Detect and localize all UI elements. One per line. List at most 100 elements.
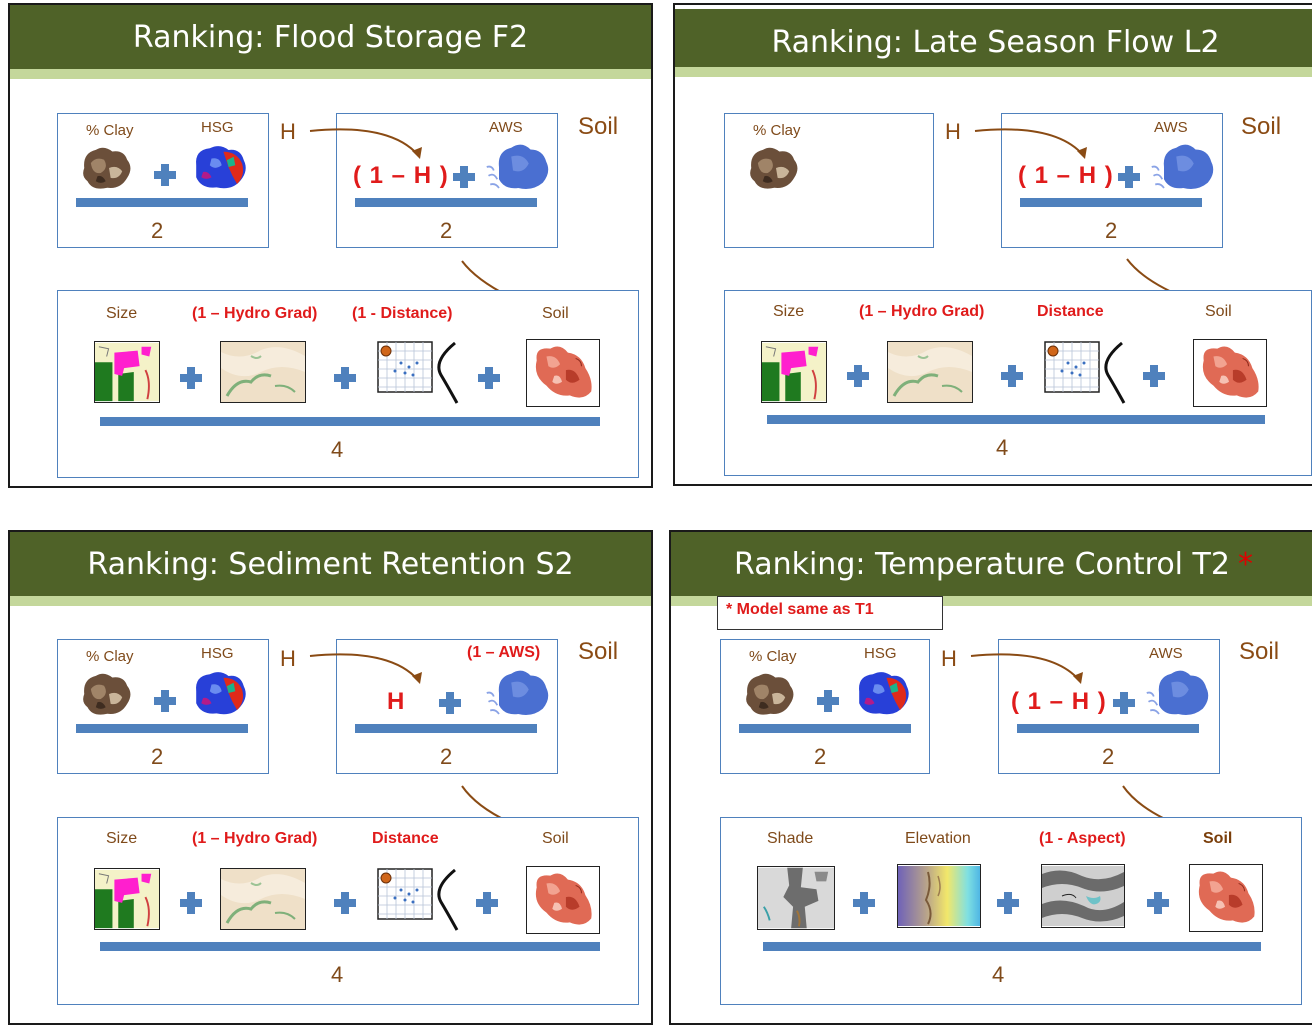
sum-bar — [1020, 198, 1202, 207]
score-number: 2 — [440, 218, 453, 243]
panel-title-text: Ranking: Temperature Control T2 — [734, 546, 1230, 582]
plus-icon — [1143, 365, 1165, 387]
title-underline — [675, 67, 1312, 77]
distance-label: Distance — [372, 830, 439, 847]
score-number: 4 — [996, 435, 1009, 460]
score-number: 2 — [440, 744, 453, 769]
score-number: 2 — [814, 744, 827, 769]
panel-title: Ranking: Late Season Flow L2 — [675, 9, 1312, 75]
soil-map-icon — [1193, 339, 1267, 407]
plus-icon — [478, 367, 500, 389]
plus-icon — [1001, 365, 1023, 387]
plus-icon — [334, 892, 356, 914]
hydro-grad-map-icon — [220, 341, 306, 403]
clay-label: % Clay — [86, 648, 134, 665]
panel-title-text: Ranking: Flood Storage F2 — [132, 19, 529, 55]
h-label: H — [280, 119, 296, 144]
sum-bar — [355, 198, 537, 207]
plus-icon — [154, 690, 176, 712]
shade-map-icon — [757, 866, 835, 930]
sum-bar — [100, 942, 600, 951]
panel-title: Ranking: Flood Storage F2 — [10, 5, 651, 69]
sum-bar — [1017, 724, 1199, 733]
plus-icon — [476, 892, 498, 914]
plus-icon — [817, 690, 839, 712]
distance-label: (1 - Distance) — [352, 305, 453, 322]
soil-map-icon — [526, 339, 600, 407]
hydro-grad-label: (1 – Hydro Grad) — [192, 830, 318, 847]
bottom-sum-box: Size (1 – Hydro Grad) (1 - Distance) Soi… — [57, 290, 639, 478]
aws-box: AWS ( 1 – H ) 2 — [336, 113, 558, 248]
plus-icon — [1147, 892, 1169, 914]
one-minus-h-formula: ( 1 – H ) — [353, 162, 449, 189]
h-formula: H — [387, 688, 406, 715]
panel-sediment-retention: Ranking: Sediment Retention S2 % Clay HS… — [8, 530, 653, 1025]
soil-label: Soil — [1241, 113, 1282, 140]
sum-bar — [76, 724, 248, 733]
sum-bar — [76, 198, 248, 207]
h-label: H — [945, 119, 961, 144]
model-note: * Model same as T1 — [717, 596, 943, 630]
plus-icon — [1113, 692, 1135, 714]
one-minus-h-formula: ( 1 – H ) — [1018, 162, 1114, 189]
h-label: H — [280, 646, 296, 671]
title-underline — [10, 69, 651, 79]
hsg-label: HSG — [201, 119, 234, 136]
clay-label: % Clay — [749, 648, 797, 665]
title-asterisk: * — [1237, 546, 1253, 582]
hydro-grad-label: (1 – Hydro Grad) — [859, 303, 985, 320]
panel-flood-storage: Ranking: Flood Storage F2 % Clay HSG 2 H… — [8, 3, 653, 488]
bottom-sum-box: Size (1 – Hydro Grad) Distance Soil 4 — [724, 290, 1312, 476]
soil-label: Soil — [578, 638, 619, 665]
size-label: Size — [773, 303, 805, 320]
one-minus-aws-label: (1 – AWS) — [467, 644, 541, 661]
size-map-icon — [94, 868, 160, 930]
panel-temperature-control: Ranking: Temperature Control T2 * * Mode… — [669, 530, 1312, 1025]
sum-bar — [100, 417, 600, 426]
plus-icon — [180, 892, 202, 914]
hydro-grad-map-icon — [220, 868, 306, 930]
panel-late-season-flow: Ranking: Late Season Flow L2 % Clay H AW… — [673, 3, 1312, 486]
plus-icon — [180, 367, 202, 389]
hsg-label: HSG — [201, 645, 234, 662]
plus-icon — [453, 166, 475, 188]
hydro-grad-map-icon — [887, 341, 973, 403]
clay-hsg-box: % Clay HSG 2 — [57, 113, 269, 248]
bottom-sum-box: Size (1 – Hydro Grad) Distance Soil 4 — [57, 817, 639, 1005]
score-number: 4 — [331, 437, 344, 462]
clay-label: % Clay — [753, 122, 801, 139]
soil-sub-label: Soil — [542, 305, 569, 322]
aspect-label: (1 - Aspect) — [1039, 830, 1126, 847]
hydro-grad-label: (1 – Hydro Grad) — [192, 305, 318, 322]
soil-label: Soil — [578, 113, 619, 140]
shade-label: Shade — [767, 830, 814, 847]
aws-label: AWS — [1149, 645, 1183, 662]
plus-icon — [334, 367, 356, 389]
plus-icon — [847, 365, 869, 387]
clay-label: % Clay — [86, 122, 134, 139]
size-label: Size — [106, 830, 138, 847]
elevation-map-icon — [897, 864, 981, 928]
soil-map-icon — [526, 866, 600, 934]
bottom-sum-box: Shade Elevation (1 - Aspect) Soil 4 — [720, 817, 1302, 1005]
plus-icon — [439, 692, 461, 714]
size-map-icon — [761, 341, 827, 403]
distance-label: Distance — [1037, 303, 1104, 320]
plus-icon — [997, 892, 1019, 914]
soil-map-icon — [1189, 864, 1263, 932]
plus-icon — [1118, 166, 1140, 188]
score-number: 2 — [1105, 218, 1118, 243]
panel-title: Ranking: Sediment Retention S2 — [10, 532, 651, 596]
aws-box: (1 – AWS) H 2 — [336, 639, 558, 774]
aspect-map-icon — [1041, 864, 1125, 928]
clay-box: % Clay — [724, 113, 934, 248]
soil-sub-label: Soil — [542, 830, 569, 847]
plus-icon — [154, 164, 176, 186]
plus-icon — [853, 892, 875, 914]
soil-sub-label: Soil — [1203, 830, 1233, 847]
soil-label: Soil — [1239, 638, 1280, 665]
soil-sub-label: Soil — [1205, 303, 1232, 320]
score-number: 4 — [331, 962, 344, 987]
sum-bar — [355, 724, 537, 733]
panel-title-text: Ranking: Sediment Retention S2 — [87, 546, 574, 582]
